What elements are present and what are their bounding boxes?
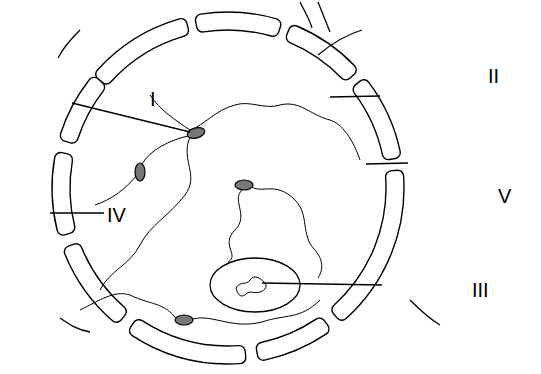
callout-number: II xyxy=(488,66,499,86)
neighbour-wall-line xyxy=(318,30,362,55)
wall-segment xyxy=(52,153,75,236)
fibre xyxy=(95,176,136,205)
neighbour-wall-line xyxy=(58,30,80,58)
callout-number: IV xyxy=(107,205,126,225)
wall-segment xyxy=(332,170,404,320)
nucleus-envelope xyxy=(210,258,300,312)
fibre xyxy=(100,137,191,290)
fibre xyxy=(150,95,360,160)
chromatin xyxy=(236,277,266,296)
leader-line xyxy=(330,96,380,97)
callout-number: V xyxy=(498,186,511,206)
wall-segment xyxy=(195,12,280,36)
wall-segment xyxy=(64,244,126,323)
leader-line xyxy=(72,103,190,132)
organelle xyxy=(186,126,206,140)
callout-number: I xyxy=(150,89,156,109)
neighbour-wall-line xyxy=(318,2,330,32)
fibre xyxy=(228,189,243,262)
neighbour-wall-line xyxy=(60,318,90,332)
organelle xyxy=(235,180,253,190)
neighbour-wall-line xyxy=(300,2,312,28)
neighbour-wall-line xyxy=(410,300,440,325)
wall-segment xyxy=(353,80,400,160)
wall-segment xyxy=(96,19,189,84)
wall-segment xyxy=(256,318,329,360)
leader-line xyxy=(366,163,408,164)
cytoplasm-fibres xyxy=(80,95,360,324)
fibre xyxy=(80,294,177,320)
nucleus xyxy=(210,258,300,312)
organelle xyxy=(175,315,193,325)
callout-number: III xyxy=(472,280,489,300)
leader-lines xyxy=(50,96,408,285)
leader-line xyxy=(50,212,104,213)
wall-segment xyxy=(129,320,245,364)
neighbour-walls xyxy=(58,2,440,332)
fibre xyxy=(142,136,188,164)
wall-segment xyxy=(60,77,104,143)
organelle xyxy=(135,163,145,181)
leader-line xyxy=(262,283,382,285)
cell-wall xyxy=(52,12,404,364)
